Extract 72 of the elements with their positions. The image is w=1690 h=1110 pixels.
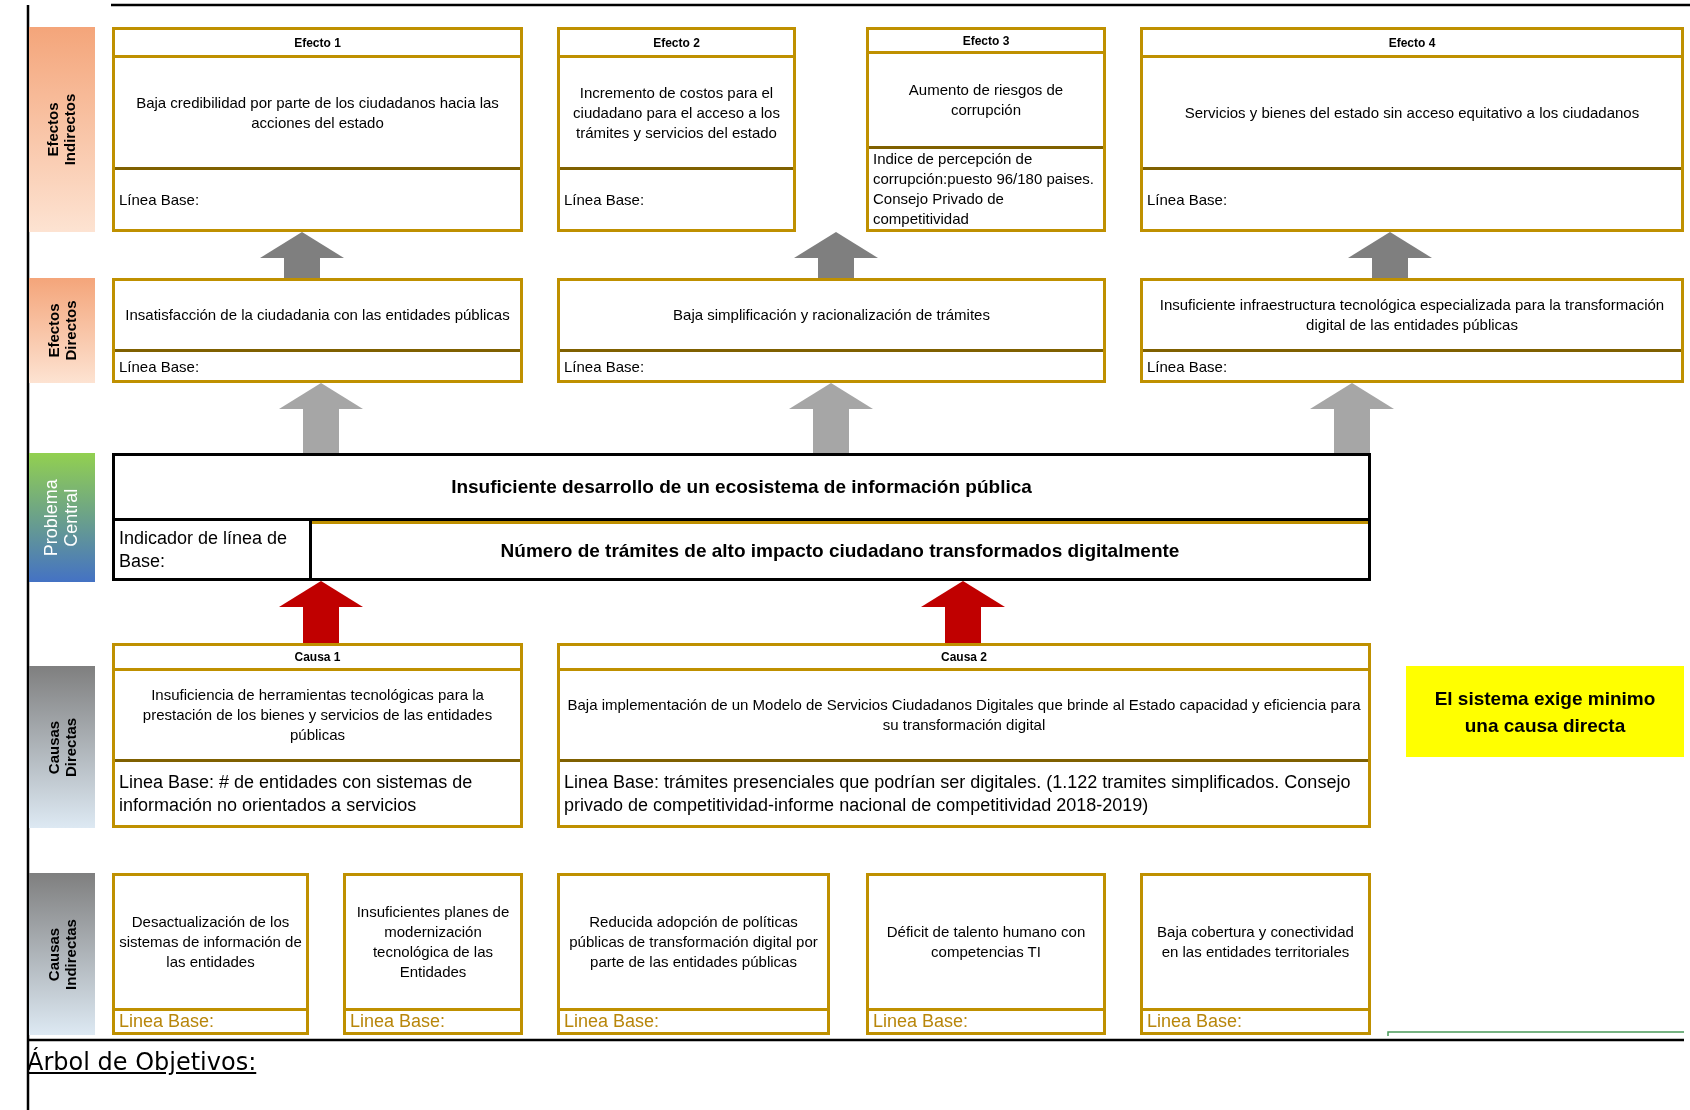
baseline-text: Línea Base:: [1147, 189, 1228, 210]
indicator-label: Indicador de línea de Base:: [119, 526, 289, 573]
effect-card: [1140, 278, 1684, 383]
cause-effect-card: [1140, 27, 1684, 232]
diagram-title: Árbol de Objetivos:: [27, 1048, 257, 1076]
cause-card: [112, 873, 309, 1035]
block-arrow: [789, 383, 873, 453]
cause-card: [866, 873, 1106, 1035]
baseline-text: Linea Base:: [873, 1011, 969, 1032]
card-description: Baja credibilidad por parte de los ciudadanos hacia las acciones del estado: [135, 92, 500, 133]
effect-card: [557, 278, 1106, 383]
card-heading: Efecto 4: [1388, 35, 1436, 50]
card-description: Insuficiencia de herramientas tecnológicas para la prestación de los bienes y servicios de las entidades públicas: [141, 685, 494, 745]
card-description: Aumento de riesgos de corrupción: [907, 80, 1065, 121]
row-label: Efectos Indirectos: [45, 93, 79, 166]
row-label-band: [29, 278, 95, 383]
card-heading: Efecto 3: [962, 33, 1010, 48]
baseline-text: Línea Base:: [119, 357, 200, 375]
baseline-text: Linea Base:: [1147, 1011, 1243, 1032]
card-description: Baja cobertura y conectividad en las entidades territoriales: [1156, 922, 1355, 962]
cause-effect-card: [557, 27, 796, 232]
central-problem-box: [112, 453, 1371, 581]
row-label-band: [29, 873, 95, 1035]
cause-card: [1140, 873, 1371, 1035]
row-label: Causas Indirectas: [45, 918, 79, 990]
card-description: Baja simplificación y racionalización de trámites: [673, 305, 990, 325]
row-label-band: [29, 666, 95, 828]
baseline-text: Línea Base:: [1147, 357, 1228, 375]
card-description: Insatisfacción de la ciudadania con las entidades públicas: [125, 305, 510, 325]
baseline-text: Línea Base:: [564, 357, 645, 375]
baseline-text: Línea Base:: [564, 189, 645, 210]
baseline-text: Línea Base:: [119, 189, 200, 210]
row-label: Efectos Directos: [45, 299, 79, 363]
row-label-band: [29, 453, 95, 582]
card-description: Servicios y bienes del estado sin acceso equitativo a los ciudadanos: [1184, 102, 1640, 123]
block-arrow: [279, 581, 363, 643]
cause-card: [343, 873, 523, 1035]
baseline-text: Linea Base:: [350, 1011, 446, 1032]
card-description: Insuficiente infraestructura tecnológica especializada para la transformación digital de las entidades públicas: [1158, 295, 1666, 335]
card-description: Reducida adopción de políticas públicas de transformación digital por parte de las entidades públicas: [568, 912, 819, 972]
card-description: Baja implementación de un Modelo de Servicios Ciudadanos Digitales que brinde al Estado capacidad y eficiencia para su transformación digital: [566, 695, 1362, 735]
row-label: Problema Central: [42, 479, 82, 556]
block-arrow: [1348, 232, 1432, 278]
row-label: Causas Directas: [45, 716, 79, 779]
card-description: Incremento de costos para el ciudadano para el acceso a los trámites y servicios del estado: [572, 82, 781, 143]
card-heading: Causa 2: [941, 650, 987, 664]
cause-effect-card: [866, 27, 1106, 232]
card-description: Insuficientes planes de modernización tecnológica de las Entidades: [355, 902, 511, 982]
block-arrow: [921, 581, 1005, 643]
card-heading: Efecto 1: [294, 35, 341, 50]
card-description: Déficit de talento humano con competencias TI: [885, 922, 1087, 962]
block-arrow: [1310, 383, 1394, 453]
block-arrow: [279, 383, 363, 453]
cause-card: [557, 873, 830, 1035]
card-heading: Efecto 2: [653, 35, 700, 50]
baseline-text: Linea Base:: [564, 1011, 660, 1032]
effect-card: [112, 278, 523, 383]
indicator-text: Número de trámites de alto impacto ciudadano transformados digitalmente: [500, 540, 1180, 562]
cause-effect-card: [112, 27, 523, 232]
note-box: El sistema exige minimo una causa directa: [1406, 666, 1684, 757]
card-heading: Causa 1: [294, 650, 341, 664]
baseline-text: Linea Base:: [119, 1011, 215, 1032]
card-description: Desactualización de los sistemas de información de las entidades: [119, 912, 302, 972]
baseline-text: Linea Base: trámites presenciales que podrían ser digitales. (1.122 tramites simplificados. Consejo privado de competitividad-informe nacional de competitividad 2018-2019): [564, 770, 1352, 817]
baseline-text: Linea Base: # de entidades con sistemas de información no orientados a servicios: [119, 770, 474, 817]
cause-effect-card: [112, 643, 523, 828]
block-arrow: [794, 232, 878, 278]
central-problem-text: Insuficiente desarrollo de un ecosistema de información pública: [451, 476, 1032, 498]
baseline-text: Indice de percepción de corrupción:puesto 96/180 paises. Consejo Privado de competitividad: [873, 149, 1095, 229]
cause-effect-card: [557, 643, 1371, 828]
block-arrow: [260, 232, 344, 278]
row-label-band: [29, 27, 95, 232]
